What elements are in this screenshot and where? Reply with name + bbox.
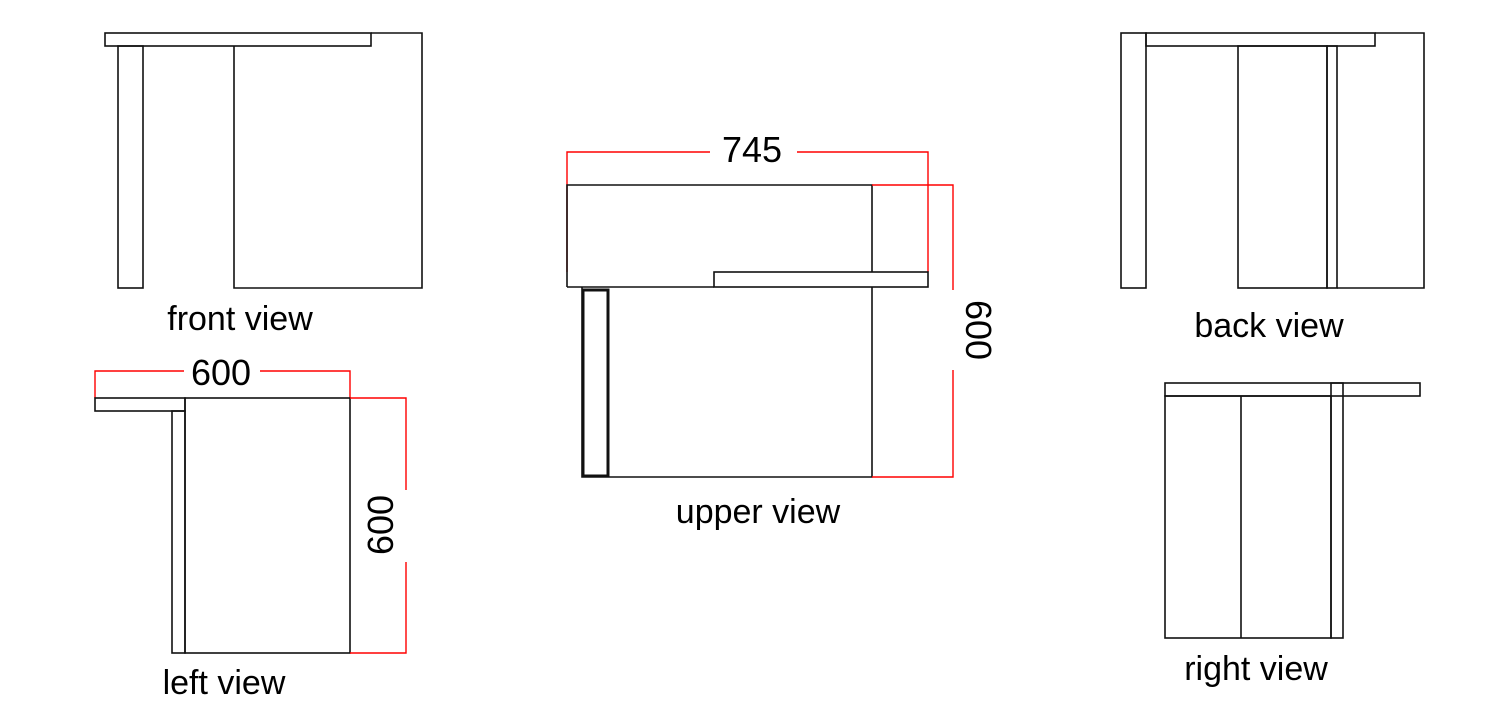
right-view: right view <box>1164 382 1421 688</box>
back-cabinet-outline <box>1337 32 1425 289</box>
upper-cabinet <box>581 287 873 478</box>
upper-top-outline <box>566 184 873 287</box>
left-cabinet <box>184 397 351 654</box>
front-cabinet <box>233 32 423 289</box>
upper-width-dimension: 745 <box>722 129 782 170</box>
upper-width-dimension-line <box>566 151 929 272</box>
front-view-label: front view <box>167 300 313 338</box>
left-width-dimension: 600 <box>191 352 251 393</box>
upper-depth-dimension-line <box>872 184 954 478</box>
right-top-board <box>1164 382 1421 397</box>
left-height-dimension: 600 <box>360 495 401 555</box>
left-view: 600 600 left view <box>94 352 407 702</box>
front-view: front view <box>104 32 423 338</box>
back-post <box>1326 45 1338 289</box>
right-cabinet <box>1164 395 1332 639</box>
back-view: back view <box>1120 32 1425 345</box>
upper-view: 745 600 upper view <box>566 129 999 531</box>
upper-top-board <box>713 271 929 288</box>
back-panel <box>1237 45 1328 289</box>
right-view-label: right view <box>1184 650 1328 688</box>
left-leg <box>171 410 186 654</box>
back-top-board <box>1145 32 1376 47</box>
front-top-board <box>104 32 372 47</box>
back-view-label: back view <box>1194 307 1344 345</box>
left-view-label: left view <box>163 664 286 702</box>
left-width-dimension-line <box>94 370 351 398</box>
upper-depth-dimension: 600 <box>958 300 999 360</box>
front-leg <box>117 45 144 289</box>
back-leg <box>1120 32 1147 289</box>
upper-view-label: upper view <box>676 493 841 531</box>
right-post <box>1330 382 1344 639</box>
left-top-board <box>94 397 186 412</box>
upper-leg <box>581 288 610 478</box>
left-height-dimension-line <box>350 397 407 654</box>
